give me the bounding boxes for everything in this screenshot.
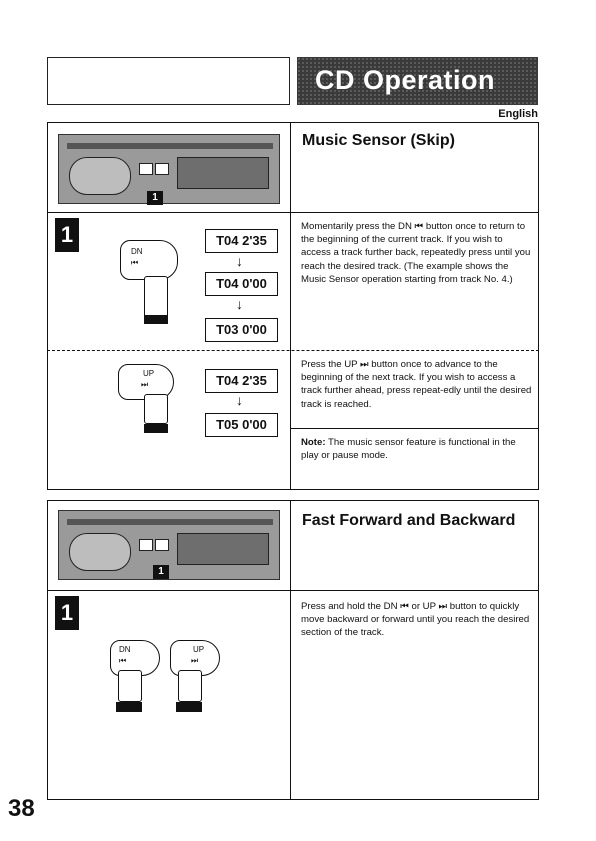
prev-track-icon: ⏮ (131, 258, 139, 267)
hand-icon (178, 670, 202, 702)
callout-badge: 1 (153, 565, 169, 579)
note-rule (290, 428, 539, 429)
paragraph-up: Press the UP ⏭ button once to advance to… (301, 359, 532, 410)
up-label: UP (143, 369, 155, 378)
next-track-icon: ⏭ (141, 380, 149, 389)
next-track-icon: ⏭ (191, 656, 199, 665)
hand-icon (144, 394, 168, 424)
section-music-sensor (47, 122, 539, 490)
dn-label: DN (119, 645, 131, 654)
section2-header-rule (47, 590, 539, 591)
dn-label: DN (131, 247, 143, 256)
car-stereo-illustration: 1 (58, 510, 280, 580)
language-label: English (498, 108, 538, 120)
section1-divider (290, 122, 291, 490)
arrow-down-icon: ↓ (236, 253, 243, 269)
note: Note: The music sensor feature is functi… (301, 436, 533, 462)
section2-title: Fast Forward and Backward (302, 512, 516, 529)
lcd-display: T04 0'00 (205, 272, 278, 296)
arrow-down-icon: ↓ (236, 296, 243, 312)
callout-badge: 1 (147, 191, 163, 205)
lcd-display: T03 0'00 (205, 318, 278, 342)
paragraph-fast: Press and hold the DN ⏮ or UP ⏭ button t… (301, 601, 530, 639)
car-stereo-illustration: 1 (58, 134, 280, 205)
arrow-down-icon: ↓ (236, 392, 243, 408)
cuff-icon (176, 702, 202, 712)
step-number: 1 (55, 218, 79, 252)
page-number: 38 (8, 795, 35, 822)
page-title: CD Operation (315, 65, 496, 95)
up-label: UP (193, 645, 205, 654)
section1-dashed-rule (47, 350, 539, 351)
section-fast-forward (47, 500, 539, 800)
cuff-icon (116, 702, 142, 712)
note-text: The music sensor feature is functional i… (301, 437, 516, 462)
cuff-icon (144, 315, 168, 324)
section2-divider (290, 500, 291, 800)
cuff-icon (144, 424, 168, 433)
header-title-banner: CD Operation (297, 57, 538, 105)
header-blank-box (47, 57, 290, 105)
lcd-display: T04 2'35 (205, 369, 278, 393)
paragraph-dn: Momentarily press the DN ⏮ button once t… (301, 221, 531, 285)
hand-icon (144, 276, 168, 318)
lcd-display: T05 0'00 (205, 413, 278, 437)
dn-button: DN ⏮ (120, 240, 178, 280)
hand-icon (118, 670, 142, 702)
section1-header-rule (47, 212, 539, 213)
lcd-display: T04 2'35 (205, 229, 278, 253)
note-label: Note: (301, 437, 326, 448)
step-number: 1 (55, 596, 79, 630)
section1-title: Music Sensor (Skip) (302, 132, 455, 149)
prev-track-icon: ⏮ (119, 656, 127, 665)
